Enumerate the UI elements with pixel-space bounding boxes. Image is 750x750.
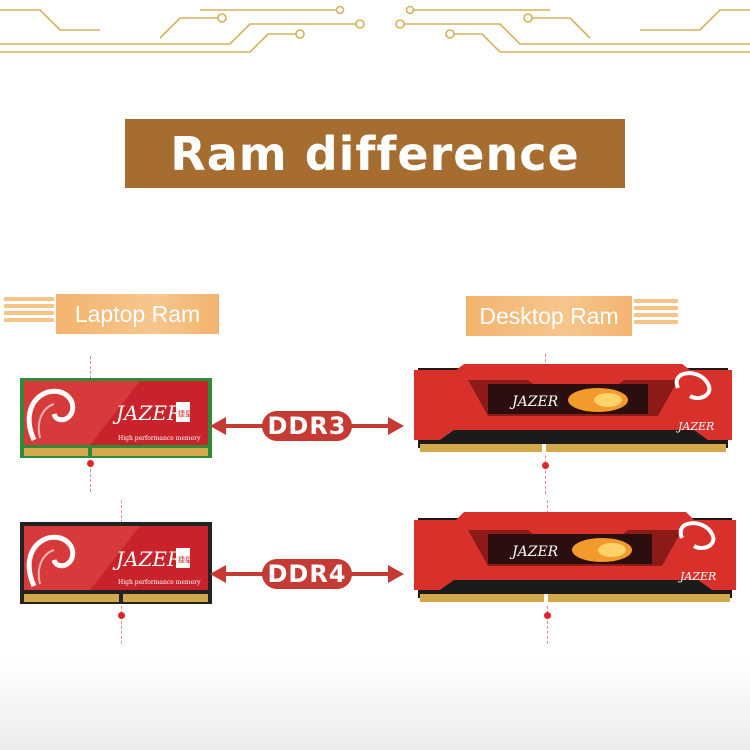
laptop-ddr3-module: JAZER 捷星 High performance memory	[20, 378, 212, 458]
module-seal: 捷星	[178, 555, 192, 564]
module-brand: JAZER	[509, 544, 559, 560]
notch-marker	[542, 462, 549, 469]
ddr3-label: DDR3	[262, 411, 352, 441]
title-banner: Ram difference	[125, 119, 625, 188]
desktop-label-text: Desktop Ram	[466, 296, 632, 336]
arrow-line	[224, 424, 264, 428]
notch-marker	[544, 612, 551, 619]
desktop-label: Desktop Ram	[466, 296, 678, 336]
module-brand: JAZER	[112, 547, 182, 571]
circuit-decoration	[0, 5, 750, 53]
page-title: Ram difference	[170, 126, 580, 181]
notch-marker	[118, 612, 125, 619]
arrow-left-icon	[210, 417, 226, 435]
desktop-ddr3-module: JAZER JAZER	[414, 364, 732, 454]
arrow-line	[350, 572, 390, 576]
module-brand: JAZER	[112, 401, 182, 425]
module-brand: JAZER	[509, 394, 559, 410]
arrow-line	[224, 572, 264, 576]
module-brand: JAZER	[678, 570, 716, 583]
module-tagline: High performance memory	[118, 579, 201, 586]
module-seal: 捷星	[178, 409, 192, 418]
ddr4-label: DDR4	[262, 559, 352, 589]
arrow-left-icon	[210, 565, 226, 583]
laptop-label-text: Laptop Ram	[56, 294, 219, 334]
arrow-right-icon	[388, 417, 404, 435]
module-tagline: High performance memory	[118, 435, 201, 442]
desktop-ddr4-module: JAZER JAZER	[414, 512, 736, 604]
laptop-label: Laptop Ram	[4, 294, 219, 334]
laptop-ddr4-module: JAZER 捷星 High performance memory	[20, 522, 212, 604]
arrow-right-icon	[388, 565, 404, 583]
arrow-line	[350, 424, 390, 428]
notch-marker	[87, 460, 94, 467]
module-brand: JAZER	[676, 420, 714, 433]
